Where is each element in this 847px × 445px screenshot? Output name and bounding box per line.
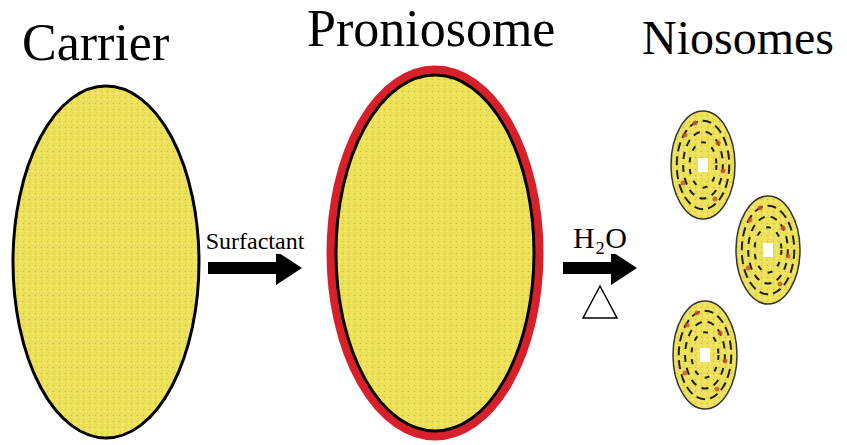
vesicle-spot <box>748 218 753 223</box>
bilayer-ring <box>755 227 782 272</box>
bilayer-ring <box>685 322 725 389</box>
niosome-vesicle <box>671 111 735 219</box>
arrow-head <box>276 251 302 285</box>
bilayer-ring <box>677 121 729 210</box>
aqueous-core <box>763 243 773 257</box>
carrier-core <box>336 75 534 431</box>
heat-symbol <box>583 286 617 318</box>
aqueous-core <box>698 158 708 172</box>
diagram-node: Niosomes <box>640 0 845 442</box>
vesicle-spot <box>683 133 688 138</box>
vesicle-spot <box>721 169 726 174</box>
bilayer-ring <box>679 311 731 400</box>
surfactant-coat <box>331 70 539 436</box>
vesicle-spot <box>693 121 698 126</box>
vesicle-spot <box>716 141 721 146</box>
diagram-node: Proniosome <box>305 0 560 442</box>
arrow-shaft <box>563 262 615 274</box>
niosome-vesicle <box>673 301 737 409</box>
carrier-particle <box>13 86 199 438</box>
vesicle-spot <box>723 359 728 364</box>
edge-label: H₂O <box>571 221 629 254</box>
aqueous-core <box>700 348 710 362</box>
bilayer-ring <box>742 206 794 295</box>
vesicle-body <box>671 111 735 219</box>
bilayer-ring <box>692 332 719 377</box>
arrow-shaft <box>208 262 280 274</box>
niosome-vesicle <box>736 196 800 304</box>
process-arrow <box>563 251 637 285</box>
vesicle-spot <box>718 331 723 336</box>
node-title: Niosomes <box>642 12 834 65</box>
bilayer-ring <box>748 217 788 284</box>
process-arrow <box>208 251 302 285</box>
vesicle-spot <box>781 226 786 231</box>
node-outline <box>640 0 845 442</box>
vesicle-spot <box>778 282 783 287</box>
arrow-head <box>611 251 637 285</box>
node-outline <box>10 6 205 442</box>
vesicle-spot <box>685 323 690 328</box>
node-title: Carrier <box>22 14 169 71</box>
edge-label: Surfactant <box>204 228 307 254</box>
vesicle-spot <box>758 206 763 211</box>
vesicle-spot <box>713 197 718 202</box>
vesicle-body <box>736 196 800 304</box>
node-title: Proniosome <box>307 0 555 57</box>
node-outline <box>305 0 560 442</box>
bilayer-ring <box>683 132 723 199</box>
vesicle-spot <box>695 311 700 316</box>
vesicle-spot <box>683 371 688 376</box>
bilayer-ring <box>690 142 717 187</box>
vesicle-spot <box>715 387 720 392</box>
diagram-node: Carrier <box>10 6 205 442</box>
vesicle-spot <box>746 266 751 271</box>
vesicle-spot <box>681 181 686 186</box>
vesicle-body <box>673 301 737 409</box>
vesicle-spot <box>786 254 791 259</box>
